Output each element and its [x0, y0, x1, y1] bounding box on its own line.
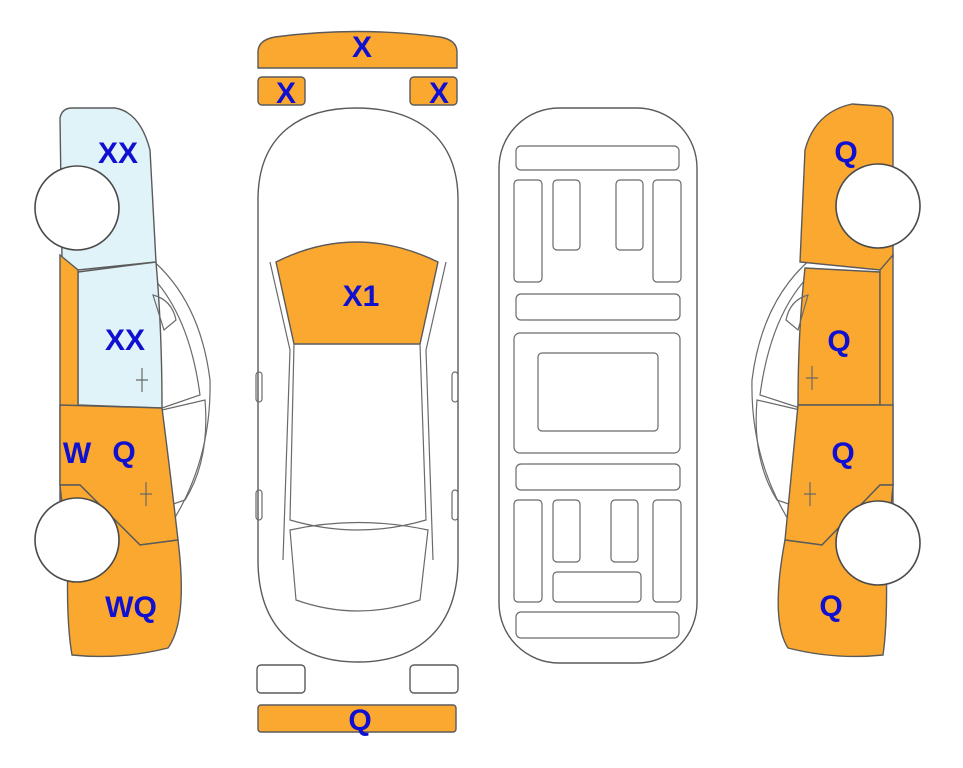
- left-front-door-handle: [136, 368, 148, 392]
- underside-mid-bar-2: [515, 463, 681, 491]
- hood-label: X1: [343, 280, 380, 313]
- left-front-wheel: [34, 165, 120, 251]
- underside-mid-bar-1: [515, 293, 681, 321]
- underside-front-left-inner: [552, 179, 581, 251]
- top-view-rear-window: [289, 521, 429, 612]
- right-front-fender-label: Q: [834, 136, 857, 169]
- right-side-window-line: [759, 279, 806, 409]
- underside-front-right-rail: [652, 179, 682, 283]
- left-rear-door-q-label: Q: [112, 436, 135, 469]
- underside-front-bar: [515, 145, 680, 171]
- top-view-body: [257, 107, 459, 663]
- top-view-roof: [289, 343, 427, 531]
- front-bumper-label: X: [352, 31, 372, 64]
- underside-rear-right-inner: [610, 499, 639, 563]
- underside-front-left-rail: [513, 179, 543, 283]
- right-rear-door-handle: [804, 482, 816, 506]
- top-view-left-pillar: [269, 261, 291, 561]
- headlight-left-label: X: [276, 77, 296, 110]
- top-view-mirror-right: [451, 371, 459, 403]
- underside-body: [498, 107, 698, 664]
- top-view-right-pillar: [425, 261, 447, 561]
- left-rear-door-w-label: W: [63, 437, 92, 470]
- taillight-right-panel[interactable]: [409, 664, 459, 694]
- left-rear-wheel: [34, 497, 120, 583]
- right-front-door-label: Q: [827, 325, 850, 358]
- underside-rear-bar: [515, 611, 680, 639]
- headlight-left-panel[interactable]: [257, 76, 306, 106]
- left-side-window-trim: [152, 294, 177, 332]
- headlight-right-label: X: [429, 77, 449, 110]
- left-front-fender-label: XX: [98, 137, 138, 170]
- left-side-rear-window: [149, 399, 207, 513]
- right-side-rear-window: [755, 399, 813, 513]
- rear-bumper-label: Q: [348, 704, 371, 737]
- right-rear-door-label: Q: [831, 437, 854, 470]
- top-view-mirror-left: [255, 371, 263, 403]
- top-view-handle-left: [255, 489, 263, 521]
- headlight-right-panel[interactable]: [409, 76, 458, 106]
- right-side-window-trim: [785, 294, 809, 332]
- left-rear-quarter-label: WQ: [105, 591, 157, 624]
- left-side-window-line: [154, 279, 201, 409]
- right-rear-wheel: [835, 500, 921, 586]
- underside-rear-left-rail: [513, 499, 543, 603]
- right-front-wheel: [835, 163, 921, 249]
- underside-rear-left-inner: [552, 499, 581, 563]
- underside-rear-right-rail: [652, 499, 682, 603]
- front-bumper-panel[interactable]: [257, 30, 458, 69]
- left-rear-door-handle: [140, 482, 152, 506]
- hood-panel[interactable]: [275, 241, 439, 345]
- underside-front-right-inner: [615, 179, 644, 251]
- underside-center-frame: [513, 332, 681, 454]
- underside-center-panel: [537, 352, 659, 432]
- underside-rear-tank: [552, 571, 642, 603]
- top-view-handle-right: [451, 489, 459, 521]
- rear-bumper-panel[interactable]: [257, 704, 457, 733]
- left-front-door-label: XX: [105, 324, 145, 357]
- taillight-left-panel[interactable]: [256, 664, 306, 694]
- right-front-door-handle: [806, 366, 818, 390]
- right-rear-quarter-label: Q: [819, 590, 842, 623]
